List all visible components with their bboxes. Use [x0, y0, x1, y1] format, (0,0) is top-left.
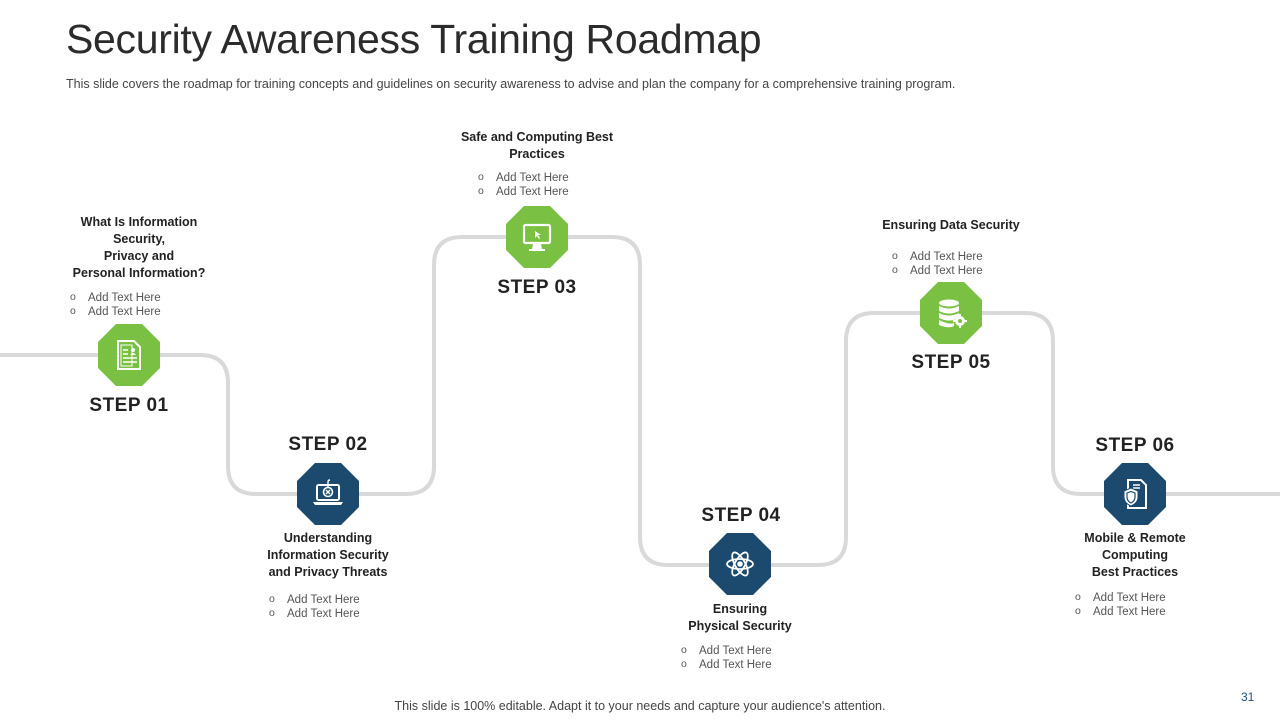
list-item: Add Text Here: [681, 643, 772, 658]
list-item: Add Text Here: [681, 657, 772, 672]
step-02-label: STEP 02: [288, 434, 368, 455]
step-06-bullets: Add Text Here Add Text Here: [1075, 590, 1166, 619]
step-03-bullets: Add Text Here Add Text Here: [478, 170, 569, 199]
list-item: Add Text Here: [892, 263, 983, 278]
page-number: 31: [1241, 690, 1255, 704]
step-01-node: [98, 324, 160, 386]
step-06-label: STEP 06: [1095, 435, 1175, 456]
monitor-icon: [522, 223, 552, 251]
footer-note: This slide is 100% editable. Adapt it to…: [394, 699, 886, 713]
step-06-node: [1104, 463, 1166, 525]
step-03-label: STEP 03: [497, 277, 577, 298]
step-05-bullets: Add Text Here Add Text Here: [892, 249, 983, 278]
shield-document-icon: [1123, 479, 1147, 509]
document-id-icon: [117, 340, 141, 370]
step-01-bullets: Add Text Here Add Text Here: [70, 290, 161, 319]
atom-icon: [726, 551, 754, 577]
step-04-label: STEP 04: [701, 505, 781, 526]
list-item: Add Text Here: [269, 592, 360, 607]
step-03-node: [506, 206, 568, 268]
list-item: Add Text Here: [269, 606, 360, 621]
step-02-bullets: Add Text Here Add Text Here: [269, 592, 360, 621]
list-item: Add Text Here: [70, 304, 161, 319]
step-05-heading: Ensuring Data Security: [882, 218, 1020, 232]
step-04-node: [709, 533, 771, 595]
database-gear-icon: [939, 299, 967, 328]
list-item: Add Text Here: [478, 184, 569, 199]
step-02-node: [297, 463, 359, 525]
list-item: Add Text Here: [1075, 604, 1166, 619]
step-01-label: STEP 01: [89, 395, 169, 416]
list-item: Add Text Here: [892, 249, 983, 264]
list-item: Add Text Here: [478, 170, 569, 185]
page-title: Security Awareness Training Roadmap: [66, 16, 762, 62]
laptop-threat-icon: [313, 479, 343, 505]
list-item: Add Text Here: [1075, 590, 1166, 605]
step-04-bullets: Add Text Here Add Text Here: [681, 643, 772, 672]
list-item: Add Text Here: [70, 290, 161, 305]
step-05-label: STEP 05: [911, 352, 991, 373]
step-05-node: [920, 282, 982, 344]
page-subtitle: This slide covers the roadmap for traini…: [66, 77, 956, 91]
